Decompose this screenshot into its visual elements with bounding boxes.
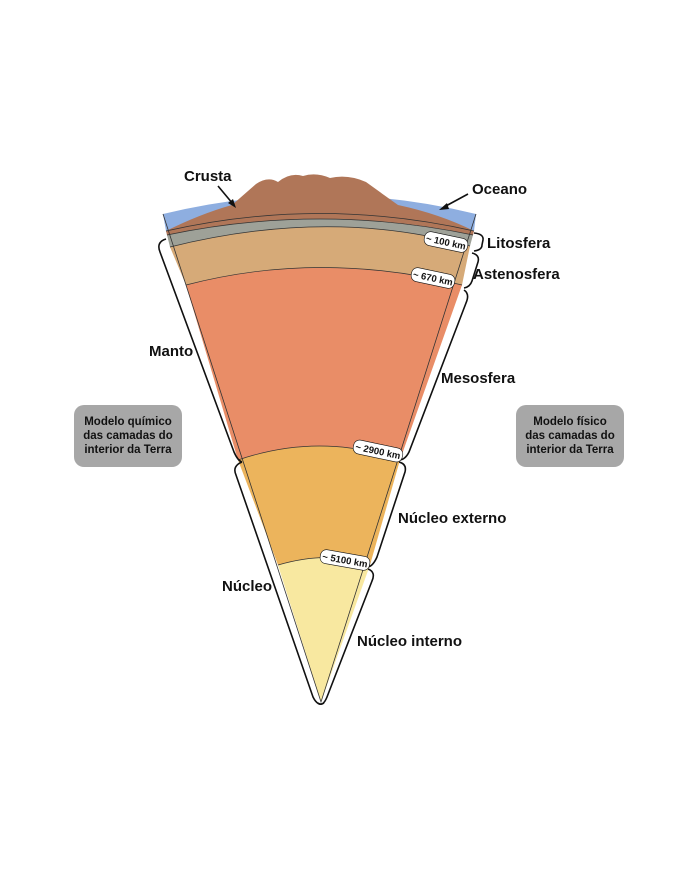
lithosphere-bracket — [473, 232, 484, 252]
mantle-bracket — [158, 238, 243, 463]
asthenosphere-label: Astenosfera — [473, 266, 560, 283]
lithosphere-layer — [167, 219, 473, 247]
outer-core-label: Núcleo externo — [398, 510, 506, 527]
inner-core-label: Núcleo interno — [357, 633, 462, 650]
physical-model-box: Modelo físico das camadas do interior da… — [516, 405, 624, 467]
inner-core-bracket — [317, 568, 375, 705]
ocean-arrow — [443, 193, 469, 208]
mesosphere-layer — [186, 267, 462, 460]
inner-core-layer — [278, 557, 370, 702]
mesosphere-label: Mesosfera — [441, 370, 516, 387]
mantle-label: Manto — [149, 343, 193, 360]
mesosphere-bracket — [398, 289, 469, 461]
outer-core-layer — [238, 446, 400, 565]
crust-layer — [166, 174, 474, 235]
wedge-outline — [162, 213, 477, 704]
lithosphere-label: Litosfera — [487, 235, 551, 252]
outer-core-bracket — [367, 461, 407, 568]
asthenosphere-layer — [170, 226, 470, 285]
core-label: Núcleo — [222, 578, 272, 595]
ocean-label: Oceano — [472, 181, 527, 198]
chemical-model-box: Modelo químico das camadas do interior d… — [74, 405, 182, 467]
ocean-arrowhead — [439, 203, 449, 210]
crust-arrowhead — [228, 199, 236, 208]
asthenosphere-bracket — [463, 252, 480, 289]
crust-label: Crusta — [184, 168, 232, 185]
